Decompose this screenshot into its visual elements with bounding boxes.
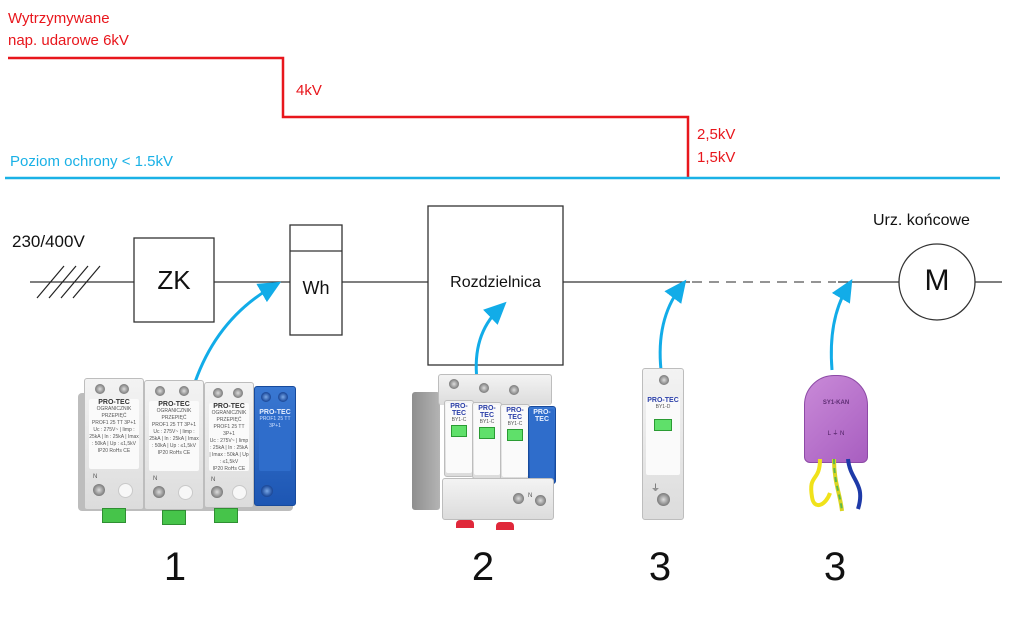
n-mark: N: [528, 493, 533, 499]
ground-symbol-icon: ⏚: [651, 483, 661, 493]
green-terminal: [214, 508, 238, 523]
device-1-module: PRO-TEC OGRANICZNIK PRZEPIĘĆ PROF1 25 TT…: [144, 380, 204, 510]
device-3a-image: PRO-TEC BY1-D ⏚: [636, 368, 688, 520]
device-number-1: 1: [163, 545, 187, 589]
red-terminal: [496, 522, 514, 530]
motor-label: M: [924, 264, 950, 297]
device-model: PROF1 25 TT 3P+1: [259, 416, 291, 429]
device-1-module: PRO-TEC OGRANICZNIK PRZEPIĘĆ PROF1 25 TT…: [84, 378, 144, 510]
level-2-5kv-label: 2,5kV: [697, 126, 736, 143]
green-terminal: [162, 510, 186, 525]
device-model: BY1-D: [655, 404, 671, 410]
protection-level-label: Poziom ochrony < 1.5kV: [10, 153, 174, 170]
device-2-module: PRO-TEC BY1-C: [444, 400, 474, 477]
level-1-5kv-label: 1,5kV: [697, 149, 736, 166]
device-number-2: 2: [471, 545, 495, 589]
device-1-module: PRO-TEC OGRANICZNIK PRZEPIĘĆ PROF1 25 TT…: [204, 382, 254, 508]
green-terminal: [102, 508, 126, 523]
device-model: BY1-C: [479, 419, 495, 425]
device-2-image: PRO-TEC BY1-C PRO-TEC BY1-C PRO-TEC BY1-…: [412, 372, 557, 530]
device-subtitle: OGRANICZNIK PRZEPIĘĆ: [156, 408, 192, 421]
device-brand: PRO-TEC: [259, 409, 291, 416]
meter-label: Wh: [302, 278, 330, 298]
n-mark: N: [211, 477, 216, 483]
device-brand: PRO-TEC: [450, 403, 468, 417]
device-subtitle: OGRANICZNIK PRZEPIĘĆ: [211, 410, 247, 423]
device-footer: IP20 RoHs CE: [97, 448, 131, 454]
device-model: BY1-C: [507, 421, 523, 427]
status-window: [479, 427, 495, 439]
distribution-board-box: [427, 205, 564, 366]
device-subtitle: OGRANICZNIK PRZEPIĘĆ: [96, 406, 132, 419]
device-brand: PRO-TEC: [158, 401, 190, 408]
arrow-device-2: [474, 301, 507, 381]
device-3b-wires: [809, 458, 863, 512]
zk-box: [133, 237, 215, 323]
device-model: SY1-KAN: [822, 400, 850, 406]
device-2-base: N: [442, 478, 554, 520]
withstand-voltage-line: [8, 56, 690, 178]
status-window: [507, 429, 523, 441]
device-number-3b: 3: [823, 545, 847, 589]
device-2-top: [438, 374, 552, 405]
device-brand: PRO-TEC: [506, 407, 524, 421]
device-3a-body: PRO-TEC BY1-D ⏚: [642, 368, 684, 520]
device-number-3a: 3: [648, 545, 672, 589]
supply-voltage-label: 230/400V: [12, 232, 85, 251]
arrow-device-1: [191, 281, 282, 389]
device-footer: IP20 RoHs CE: [157, 450, 191, 456]
distribution-board-label: Rozdzielnica: [450, 274, 541, 291]
device-2-side: [412, 392, 440, 510]
red-terminal: [456, 520, 474, 528]
four-wire-slashes: [36, 265, 101, 299]
n-mark: N: [93, 474, 98, 480]
device-brand: PRO-TEC: [213, 403, 245, 410]
terminal-marks: L ⏚ N: [827, 431, 845, 437]
end-device-label: Urz. końcowe: [873, 212, 970, 229]
zk-label: ZK: [157, 265, 191, 295]
n-mark: N: [153, 476, 158, 482]
device-brand: PRO-TEC: [533, 409, 551, 423]
device-1-image: PRO-TEC OGRANICZNIK PRZEPIĘĆ PROF1 25 TT…: [78, 378, 300, 526]
arrow-device-3a: [658, 279, 687, 371]
arrow-device-3b: [829, 278, 853, 371]
status-window: [654, 419, 672, 431]
device-1-module-blue: PRO-TEC PROF1 25 TT 3P+1: [254, 386, 296, 506]
device-3b-image: SY1-KAN L ⏚ N: [800, 375, 890, 515]
status-window: [451, 425, 467, 437]
device-2-module-blue: PRO-TEC: [528, 406, 556, 484]
withstand-label-line2: nap. udarowe 6kV: [8, 32, 129, 49]
device-brand: PRO-TEC: [478, 405, 496, 419]
level-4kv-label: 4kV: [296, 82, 322, 99]
device-model: BY1-C: [451, 417, 467, 423]
device-specs: Uc : 275V~ | Iimp : 25kA | In : 25kA | I…: [209, 438, 249, 465]
withstand-label-line1: Wytrzymywane: [8, 10, 110, 27]
device-specs: Uc : 275V~ | Iimp : 25kA | In : 25kA | I…: [149, 429, 199, 449]
motor-circle: [898, 243, 976, 321]
device-3b-body: SY1-KAN L ⏚ N: [804, 375, 868, 463]
device-brand: PRO-TEC: [647, 397, 679, 404]
device-2-module: PRO-TEC BY1-C: [472, 402, 502, 479]
device-model: PROF1 25 TT 3P+1: [213, 424, 245, 437]
device-brand: PRO-TEC: [98, 399, 130, 406]
device-2-module: PRO-TEC BY1-C: [500, 404, 530, 481]
device-footer: IP20 RoHs CE: [212, 466, 246, 471]
device-model: PROF1 25 TT 3P+1: [151, 422, 197, 428]
device-model: PROF1 25 TT 3P+1: [91, 420, 137, 426]
meter-box: [289, 224, 343, 336]
device-specs: Uc : 275V~ | Iimp : 25kA | In : 25kA | I…: [89, 427, 139, 447]
